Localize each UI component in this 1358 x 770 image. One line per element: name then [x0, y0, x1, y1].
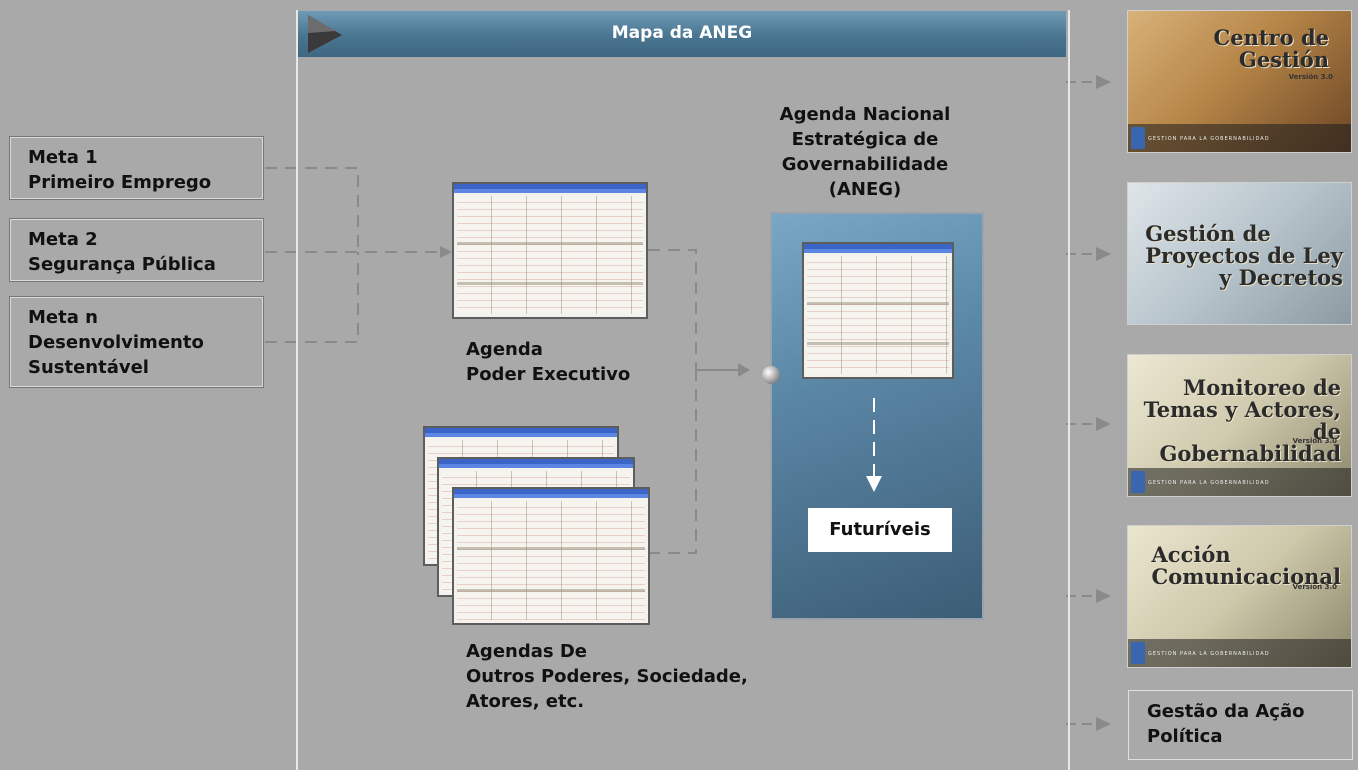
module-4-version: Versión 3.0	[1292, 583, 1337, 591]
module-3-title3: de Gobernabilidad	[1159, 419, 1341, 466]
arrow-down-icon	[866, 398, 882, 492]
module-3-title2: Temas y Actores,	[1143, 397, 1341, 422]
arrowhead-module-1	[1096, 75, 1111, 89]
agendas-outros-label: Agendas De Outros Poderes, Sociedade, At…	[466, 639, 748, 714]
module-3-title1: Monitoreo de	[1183, 375, 1341, 400]
module-2-title: Gestión de Proyectos de Ley y Decretos	[1145, 223, 1343, 289]
agendas-outros-line3: Atores, etc.	[466, 691, 585, 712]
door-knob	[762, 366, 780, 384]
un-logo-icon	[1131, 471, 1145, 493]
connector-executivo	[648, 249, 697, 370]
aneg-door[interactable]	[770, 212, 984, 620]
agenda-executivo-label: Agenda Poder Executivo	[466, 337, 630, 387]
agenda-executivo-line2: Poder Executivo	[466, 364, 631, 385]
meta-1-line1: Meta 1	[28, 147, 98, 168]
meta-1-line2: Primeiro Emprego	[28, 172, 212, 193]
agendas-outros-line1: Agendas De	[466, 641, 587, 662]
un-logo-icon	[1131, 127, 1145, 149]
connector-outros	[648, 370, 697, 554]
module-4-title1: Acción	[1151, 542, 1231, 567]
futuriveis-box[interactable]: Futuríveis	[808, 508, 952, 552]
aneg-line3: Governabilidade	[781, 154, 949, 175]
meta-n-line3: Sustentável	[28, 357, 149, 378]
title-bar: Mapa da ANEG	[298, 11, 1066, 57]
arrowhead-calendar	[440, 246, 452, 258]
module-1-title: Centro de Gestión	[1214, 27, 1329, 71]
module-1-title2: Gestión	[1238, 47, 1329, 72]
module-3-footer: GESTION PARA LA GOBERNABILIDAD	[1148, 480, 1270, 486]
module-gestion-proyectos[interactable]: Gestión de Proyectos de Ley y Decretos	[1127, 182, 1352, 325]
module-4-footer: GESTION PARA LA GOBERNABILIDAD	[1148, 651, 1270, 657]
module-accion-comunicacional[interactable]: Acción Comunicacional Versión 3.0 GESTIO…	[1127, 525, 1352, 668]
module-1-footer: GESTION PARA LA GOBERNABILIDAD	[1148, 136, 1270, 142]
meta-n-line1: Meta n	[28, 307, 98, 328]
module-1-version: Versión 3.0	[1288, 73, 1333, 81]
gestao-acao-politica-box[interactable]: Gestão da Ação Política	[1128, 690, 1353, 760]
meta-2-line1: Meta 2	[28, 229, 98, 250]
aneg-line2: Estratégica de	[791, 129, 939, 150]
module-4-title2: Comunicacional	[1151, 564, 1341, 589]
page-title: Mapa da ANEG	[611, 23, 753, 43]
agendas-outros-line2: Outros Poderes, Sociedade,	[466, 666, 748, 687]
map-frame	[296, 10, 1070, 770]
meta-n-line2: Desenvolvimento	[28, 332, 204, 353]
module-centro-de-gestion[interactable]: Centro de Gestión Versión 3.0 GESTION PA…	[1127, 10, 1352, 153]
meta-box-n[interactable]: Meta n Desenvolvimento Sustentável	[9, 296, 264, 388]
arrowhead-module-2	[1096, 247, 1111, 261]
calendar-executivo[interactable]	[452, 182, 648, 319]
play-icon[interactable]	[306, 13, 346, 55]
module-2-title1: Gestión de	[1145, 221, 1271, 246]
aneg-line4: (ANEG)	[828, 179, 902, 200]
module-3-title: Monitoreo de Temas y Actores, de Goberna…	[1128, 377, 1341, 465]
arrowhead-module-3	[1096, 417, 1111, 431]
module-4-title: Acción Comunicacional	[1152, 544, 1341, 588]
meta-box-1[interactable]: Meta 1 Primeiro Emprego	[9, 136, 264, 200]
aneg-label: Agenda Nacional Estratégica de Governabi…	[760, 102, 970, 202]
arrowhead-door	[738, 363, 750, 377]
calendar-aneg	[802, 242, 954, 379]
module-2-title2: Proyectos de Ley	[1145, 243, 1343, 268]
aneg-line1: Agenda Nacional	[779, 104, 951, 125]
agenda-executivo-line1: Agenda	[466, 339, 543, 360]
gestao-line1: Gestão da Ação	[1147, 701, 1305, 722]
meta-2-line2: Segurança Pública	[28, 254, 216, 275]
module-3-version: Versión 3.0	[1292, 437, 1337, 445]
un-logo-icon	[1131, 642, 1145, 664]
meta-box-2[interactable]: Meta 2 Segurança Pública	[9, 218, 264, 282]
module-monitoreo[interactable]: Monitoreo de Temas y Actores, de Goberna…	[1127, 354, 1352, 497]
arrowhead-module-4	[1096, 589, 1111, 603]
module-1-title1: Centro de	[1213, 25, 1329, 50]
arrowhead-module-5	[1096, 717, 1111, 731]
calendar-stack-front[interactable]	[452, 487, 650, 625]
gestao-line2: Política	[1147, 726, 1223, 747]
module-2-title3: y Decretos	[1219, 265, 1343, 290]
